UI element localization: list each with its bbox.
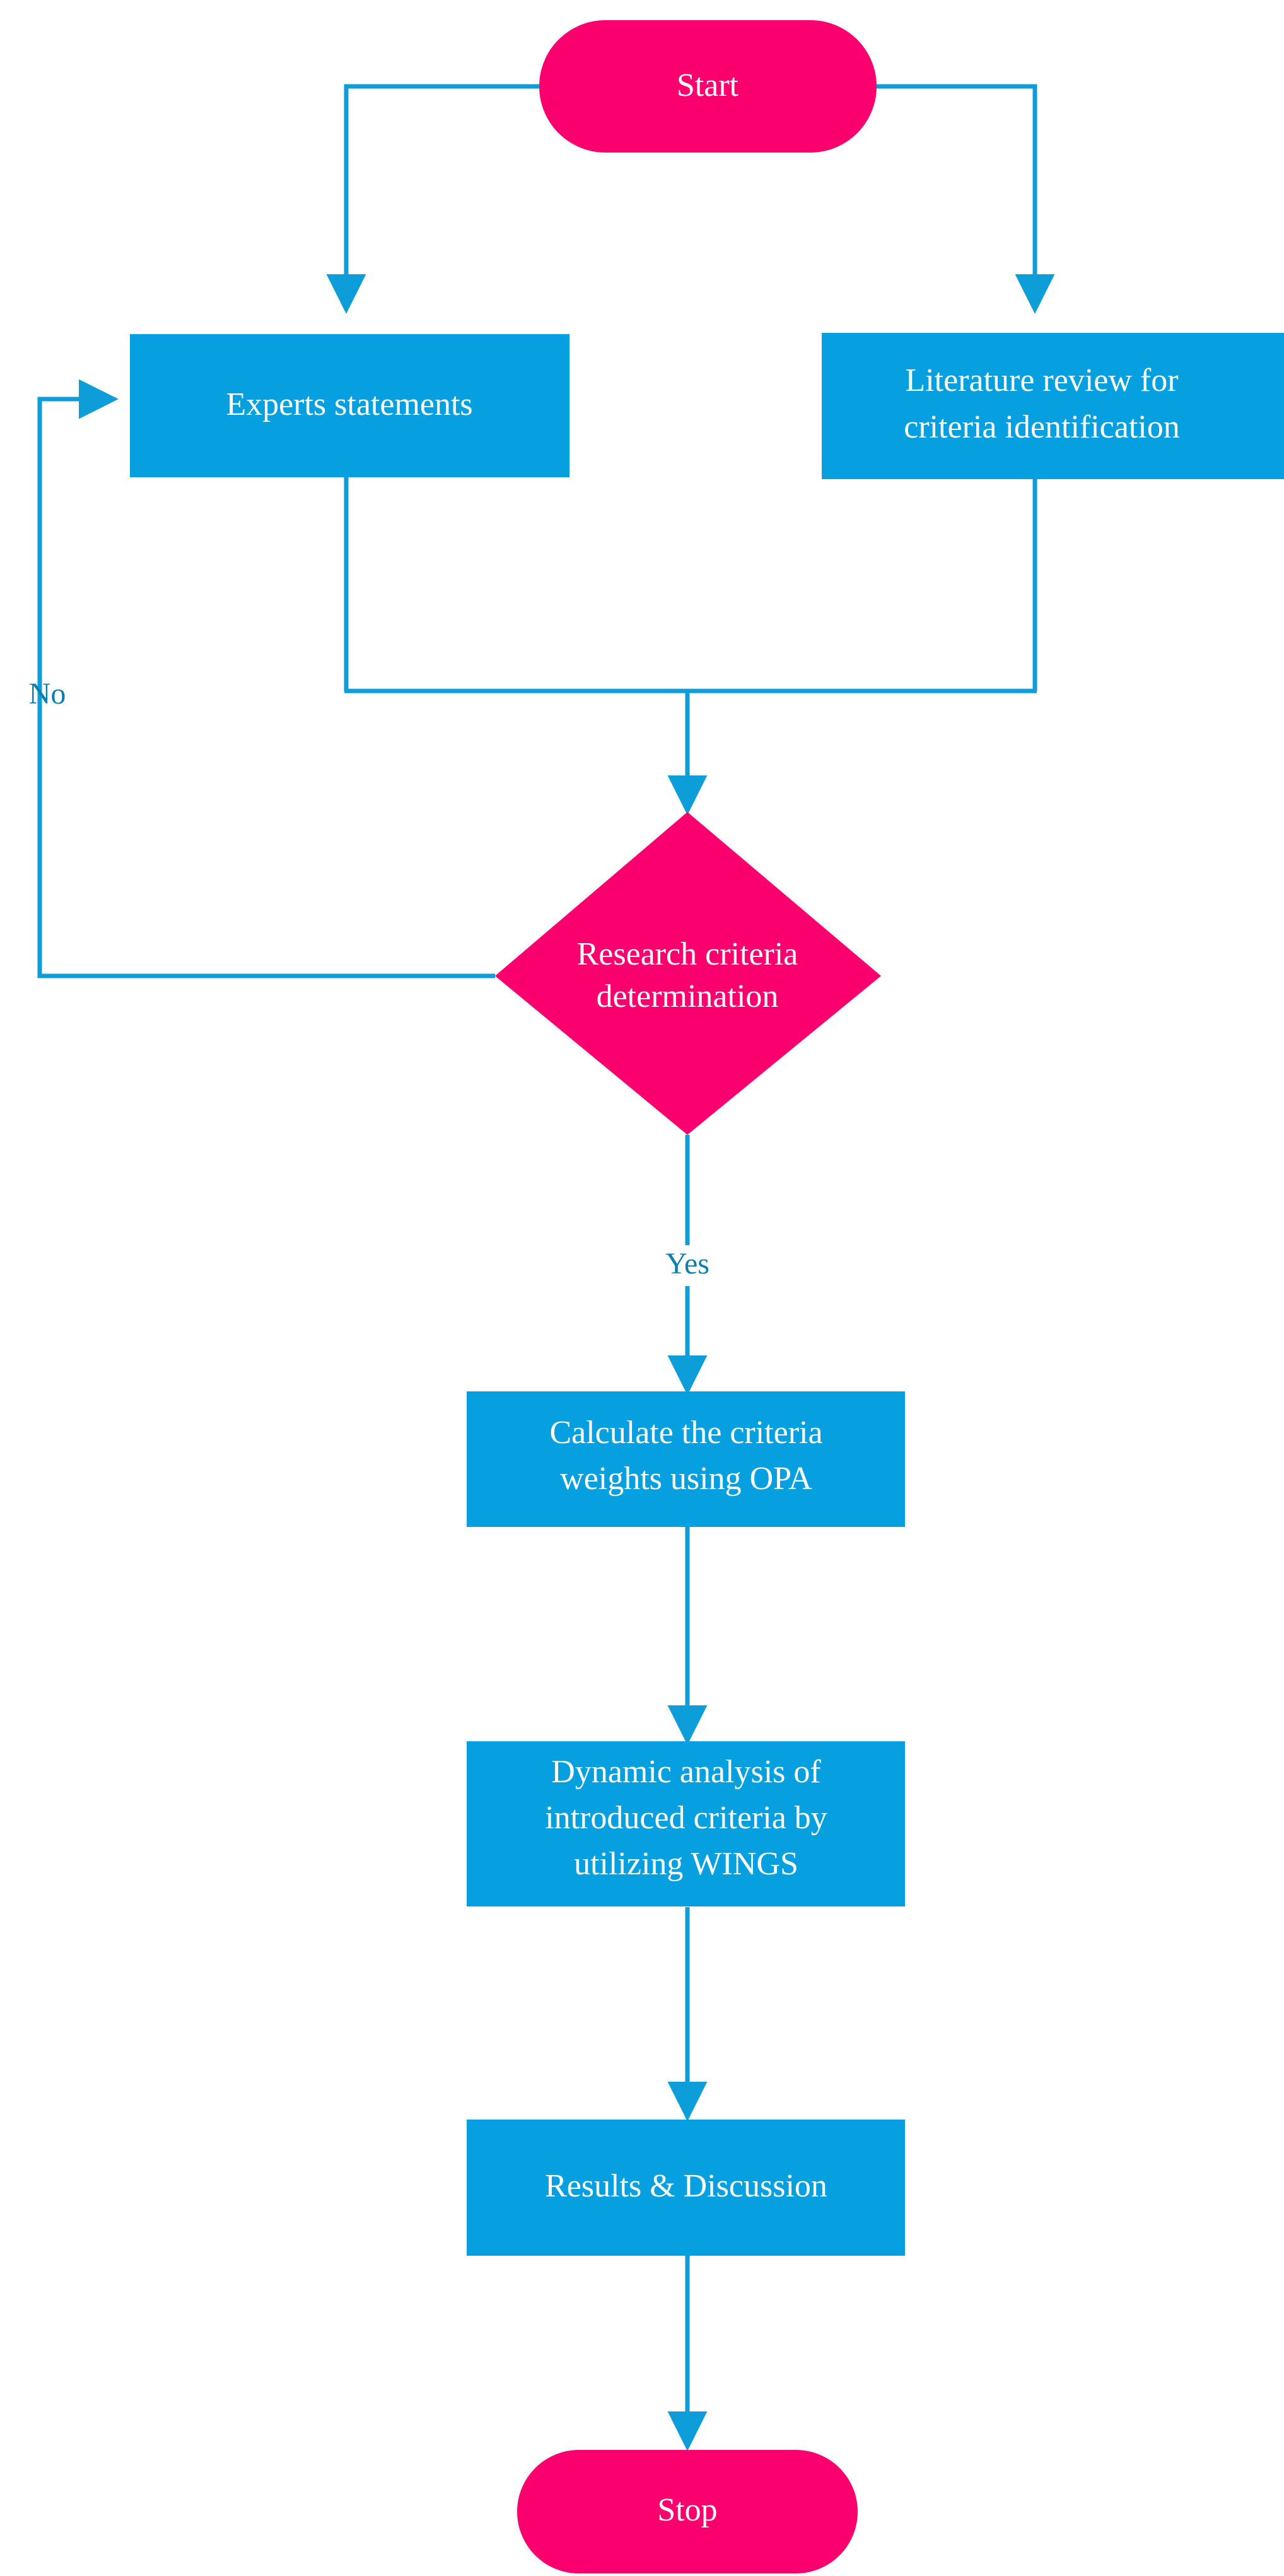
decision-shape	[495, 812, 881, 1135]
wings-label-line-1: Dynamic analysis of	[551, 1754, 821, 1790]
literature-review-label-line-1: Literature review for	[905, 363, 1178, 398]
literature-review-shape	[822, 333, 1284, 479]
experts-statements-shape	[130, 334, 569, 477]
experts-statements-label: Experts statements	[226, 386, 472, 422]
node-literature-review[interactable]: Literature review for criteria identific…	[822, 333, 1284, 479]
edge-label-no: No	[29, 677, 66, 711]
stop-shape	[517, 2450, 858, 2573]
node-experts-statements[interactable]: Experts statements	[130, 334, 569, 477]
stop-label: Stop	[657, 2492, 717, 2528]
decision-label-line-1: Research criteria	[577, 936, 798, 972]
edge-start-to-literature	[877, 84, 1055, 314]
start-shape	[539, 20, 877, 153]
opa-shape	[467, 1391, 905, 1527]
edge-decision-no-lower	[37, 668, 495, 978]
edge-start-to-experts	[326, 84, 539, 314]
results-discussion-label: Results & Discussion	[545, 2168, 827, 2204]
edge-label-yes: Yes	[665, 1247, 709, 1280]
edge-label-layer: No Yes	[29, 677, 709, 1280]
results-discussion-shape	[467, 2120, 905, 2256]
wings-label-line-3: utilizing WINGS	[574, 1846, 798, 1882]
start-label: Start	[677, 67, 739, 103]
opa-label-line-1: Calculate the criteria	[549, 1415, 822, 1451]
edge-decision-no-to-experts	[37, 379, 119, 668]
node-dynamic-analysis-wings[interactable]: Dynamic analysis of introduced criteria …	[467, 1741, 905, 1906]
decision-label-line-2: determination	[597, 978, 779, 1014]
node-results-discussion[interactable]: Results & Discussion	[467, 2120, 905, 2256]
literature-review-label-line-2: criteria identification	[904, 409, 1179, 445]
wings-shape	[467, 1741, 905, 1906]
connector-layer	[37, 84, 1055, 2451]
wings-label-line-2: introduced criteria by	[545, 1800, 827, 1836]
node-start[interactable]: Start	[539, 20, 877, 153]
node-calculate-criteria-weights-opa[interactable]: Calculate the criteria weights using OPA	[467, 1391, 905, 1527]
node-stop[interactable]: Stop	[517, 2450, 858, 2573]
node-research-criteria-decision[interactable]: Research criteria determination	[495, 812, 881, 1135]
opa-label-line-2: weights using OPA	[560, 1461, 812, 1497]
